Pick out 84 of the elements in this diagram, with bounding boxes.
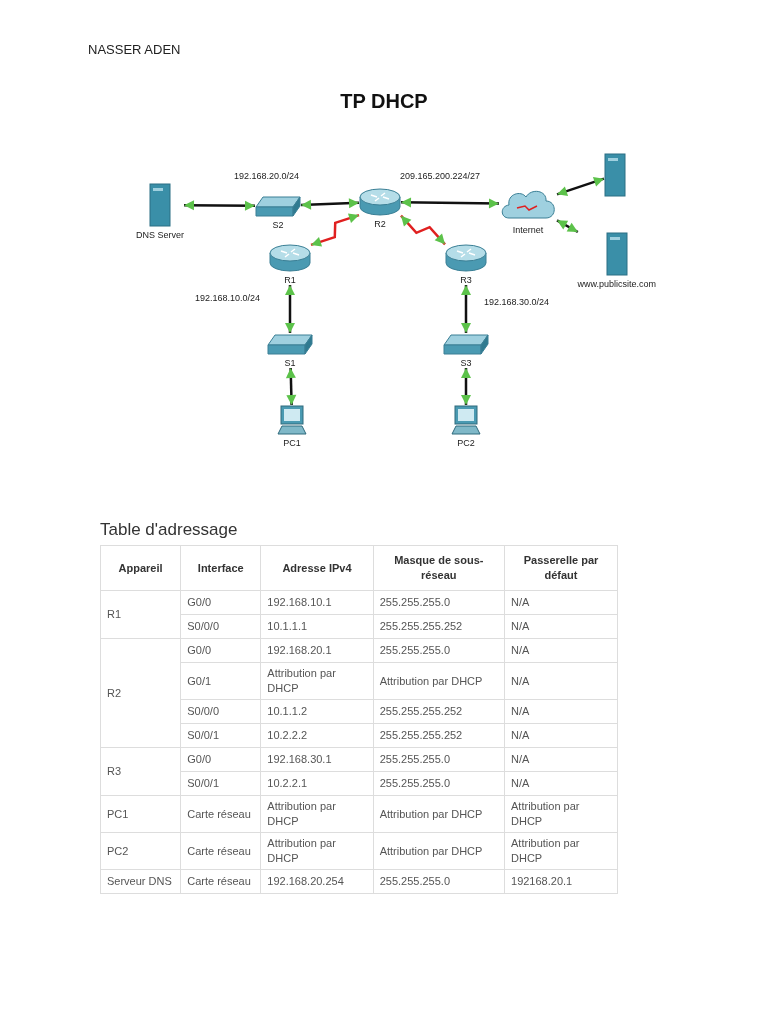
table-cell: 255.255.255.252 xyxy=(373,614,505,639)
table-header-cell: Masque de sous-réseau xyxy=(373,545,505,591)
table-cell: 255.255.255.0 xyxy=(373,771,505,796)
table-cell: 192.168.10.1 xyxy=(260,590,374,615)
table-cell: N/A xyxy=(504,662,618,700)
network-link xyxy=(184,200,255,211)
table-header-cell: Adresse IPv4 xyxy=(260,545,374,591)
table-cell: Serveur DNS xyxy=(100,869,181,894)
serial-link xyxy=(310,213,360,247)
network-link xyxy=(461,368,471,405)
table-cell: Carte réseau xyxy=(180,869,261,894)
author-name: NASSER ADEN xyxy=(88,42,181,57)
table-cell: Attribution par DHCP xyxy=(373,795,505,833)
table-cell: R1 xyxy=(100,590,181,639)
table-cell: 10.1.1.2 xyxy=(260,699,374,724)
table-cell: N/A xyxy=(504,638,618,663)
table-cell: 255.255.255.0 xyxy=(373,747,505,772)
table-cell: 255.255.255.0 xyxy=(373,590,505,615)
network-link xyxy=(556,177,605,196)
table-cell: Attribution par DHCP xyxy=(260,832,374,870)
network-link xyxy=(285,367,297,406)
table-cell: 255.255.255.0 xyxy=(373,638,505,663)
table-cell: G0/0 xyxy=(180,638,261,663)
table-cell: Carte réseau xyxy=(180,832,261,870)
table-cell: 10.1.1.1 xyxy=(260,614,374,639)
table-cell: S0/0/1 xyxy=(180,771,261,796)
table-header-cell: Interface xyxy=(180,545,261,591)
page-title: TP DHCP xyxy=(339,90,429,113)
network-link xyxy=(285,285,295,333)
device-label: S2 xyxy=(272,220,284,230)
table-cell: Attribution par DHCP xyxy=(373,662,505,700)
table-cell: Attribution par DHCP xyxy=(504,795,618,833)
device-label: DNS Server xyxy=(136,230,184,240)
table-cell: Carte réseau xyxy=(180,795,261,833)
device-label: S1 xyxy=(284,358,296,368)
device-label: PC1 xyxy=(283,438,301,448)
device-label: R2 xyxy=(374,219,386,229)
device-label: www.publicsite.com xyxy=(577,279,657,289)
table-cell: Attribution par DHCP xyxy=(504,832,618,870)
table-cell: Attribution par DHCP xyxy=(373,832,505,870)
table-cell: Attribution par DHCP xyxy=(260,795,374,833)
serial-link xyxy=(400,214,446,246)
table-cell: 10.2.2.1 xyxy=(260,771,374,796)
table-header-cell: Passerelle par défaut xyxy=(504,545,618,591)
table-cell: 255.255.255.252 xyxy=(373,699,505,724)
table-cell: N/A xyxy=(504,747,618,772)
table-cell: N/A xyxy=(504,699,618,724)
table-cell: PC1 xyxy=(100,795,181,833)
network-link xyxy=(300,198,360,210)
table-cell: Attribution par DHCP xyxy=(260,662,374,700)
device-label: S3 xyxy=(460,358,472,368)
table-cell: PC2 xyxy=(100,832,181,870)
device-label: R1 xyxy=(284,275,296,285)
table-cell: 255.255.255.252 xyxy=(373,723,505,748)
table-cell: G0/1 xyxy=(180,662,261,700)
network-address: 209.165.200.224/27 xyxy=(400,171,481,181)
table-cell: G0/0 xyxy=(180,747,261,772)
device-label: R3 xyxy=(460,275,472,285)
table-header-cell: Appareil xyxy=(100,545,181,591)
network-address: 192.168.30.0/24 xyxy=(484,297,550,307)
network-link xyxy=(401,197,499,209)
table-cell: G0/0 xyxy=(180,590,261,615)
table-cell: 192.168.30.1 xyxy=(260,747,374,772)
table-cell: N/A xyxy=(504,590,618,615)
table-cell: R2 xyxy=(100,638,181,748)
network-address: 192.168.20.0/24 xyxy=(234,171,300,181)
table-cell: 192168.20.1 xyxy=(504,869,618,894)
table-cell: 192.168.20.254 xyxy=(260,869,374,894)
device-label: PC2 xyxy=(457,438,475,448)
table-cell: 192.168.20.1 xyxy=(260,638,374,663)
network-link xyxy=(556,219,579,234)
table-cell: S0/0/0 xyxy=(180,614,261,639)
table-cell: N/A xyxy=(504,771,618,796)
table-title: Table d'adressage xyxy=(100,520,238,540)
table-cell: S0/0/0 xyxy=(180,699,261,724)
table-cell: R3 xyxy=(100,747,181,796)
table-cell: 10.2.2.2 xyxy=(260,723,374,748)
network-link xyxy=(461,285,471,333)
table-cell: N/A xyxy=(504,614,618,639)
table-cell: S0/0/1 xyxy=(180,723,261,748)
table-cell: N/A xyxy=(504,723,618,748)
table-cell: 255.255.255.0 xyxy=(373,869,505,894)
network-address: 192.168.10.0/24 xyxy=(195,293,261,303)
device-label: Internet xyxy=(512,225,544,235)
